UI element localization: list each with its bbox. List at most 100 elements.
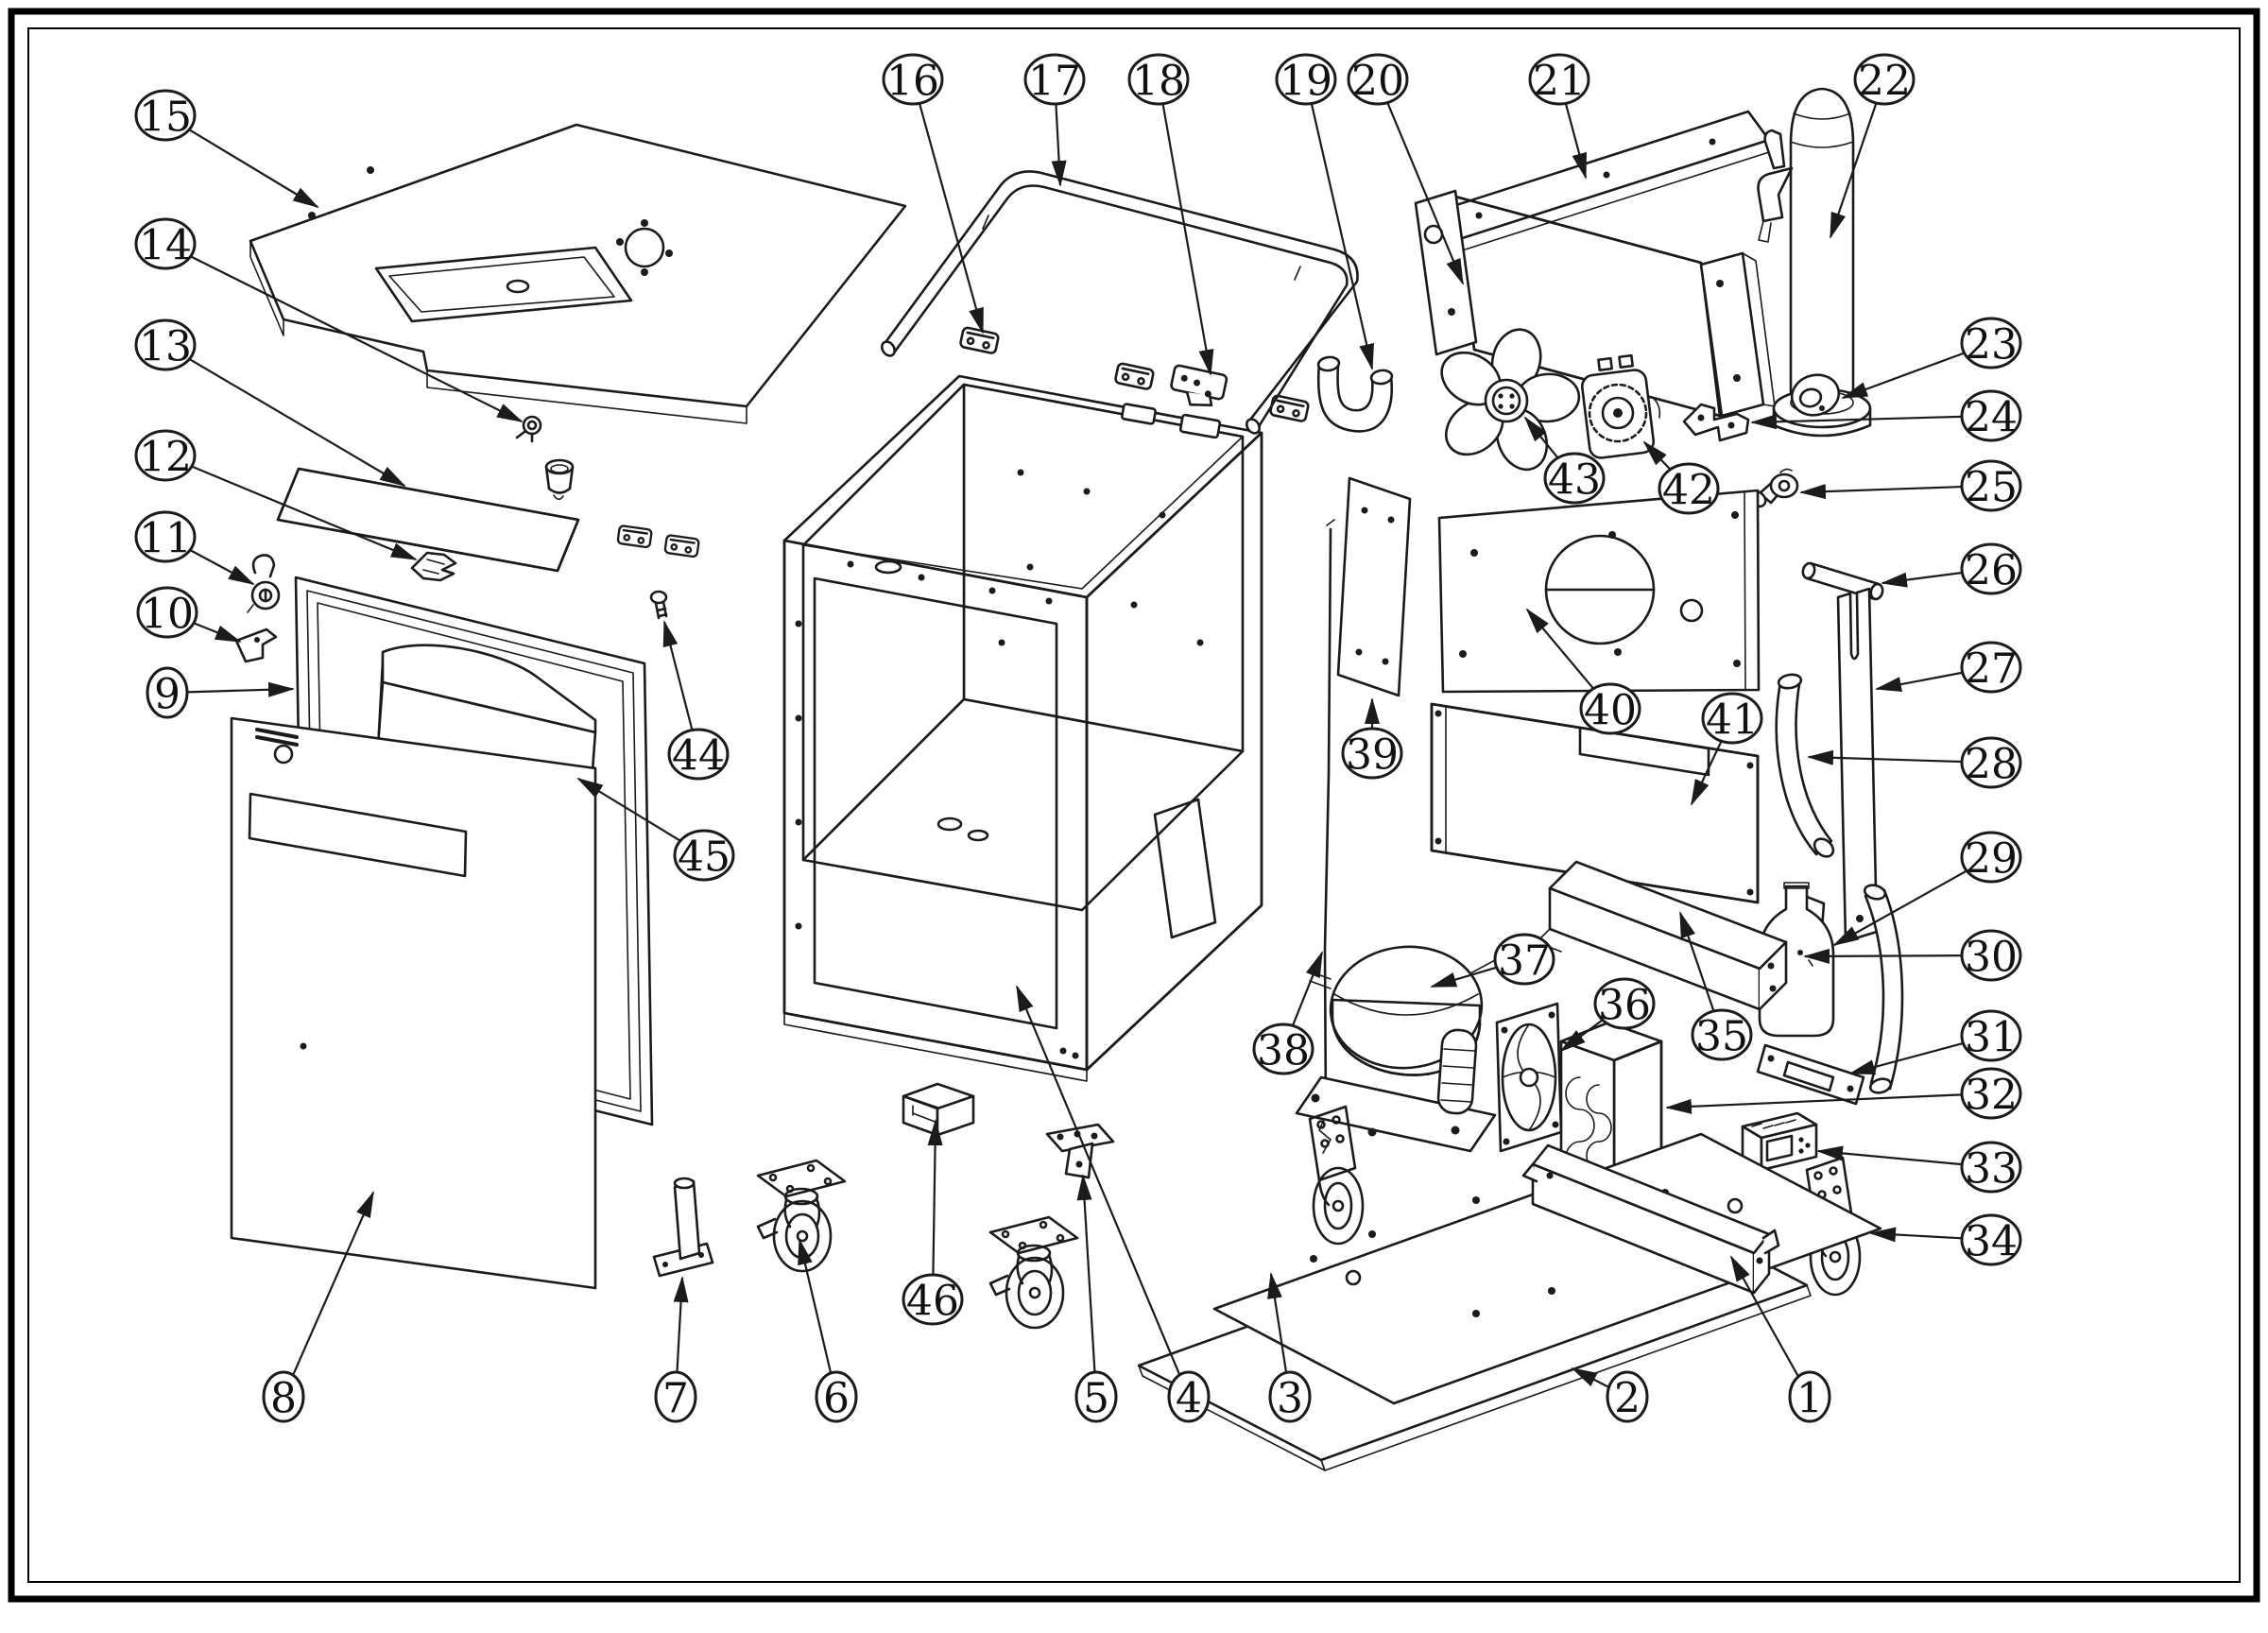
callout-number-13: 13 (139, 323, 192, 371)
callout-badge-26 (1960, 542, 2022, 595)
part-drip-grille (276, 467, 580, 573)
callout-number-46: 46 (906, 1278, 959, 1326)
callout-badge-7 (654, 1370, 697, 1423)
callout-18: 18 (1127, 53, 1214, 376)
callout-badge-20 (1347, 53, 1409, 106)
callout-4: 4 (1015, 985, 1211, 1423)
callout-badge-30 (1960, 929, 2022, 982)
leader-line-29 (1832, 869, 1967, 946)
leader-line-18 (1161, 103, 1214, 376)
callout-number-34: 34 (1965, 1218, 2018, 1266)
callout-9: 9 (146, 666, 295, 719)
callout-41: 41 (1691, 692, 1763, 806)
callout-number-15: 15 (139, 94, 192, 142)
callout-31: 31 (1848, 1009, 2022, 1075)
callout-number-22: 22 (1858, 58, 1911, 106)
callout-7: 7 (654, 1276, 697, 1423)
part-curved-hose (1775, 673, 1835, 858)
part-rail-clip-18 (1170, 364, 1228, 407)
callout-number-40: 40 (1584, 687, 1637, 735)
leader-line-11 (189, 549, 255, 585)
callout-13: 13 (134, 318, 406, 488)
part-thermostat (1741, 1111, 1818, 1172)
callout-number-14: 14 (139, 222, 192, 270)
leader-line-35 (1678, 911, 1715, 1012)
callout-number-42: 42 (1662, 467, 1715, 515)
part-top-panel (249, 123, 907, 424)
callout-badge-22 (1853, 53, 1916, 106)
drawing-border (8, 8, 2260, 1603)
callout-badge-36 (1593, 977, 1656, 1030)
callout-badge-34 (1960, 1213, 2022, 1266)
callout-number-3: 3 (1277, 1375, 1303, 1423)
part-rail-clip-mid (1113, 361, 1156, 391)
part-grommet (1790, 373, 1841, 417)
callout-number-38: 38 (1257, 1027, 1310, 1075)
callout-38: 38 (1252, 951, 1324, 1075)
part-door-hinge (652, 1177, 714, 1278)
callout-number-25: 25 (1965, 464, 2018, 512)
leader-line-22 (1829, 102, 1878, 239)
leader-line-14 (190, 255, 524, 422)
callout-46: 46 (902, 1119, 964, 1326)
callout-badge-37 (1493, 933, 1555, 986)
callout-3: 3 (1267, 1272, 1312, 1423)
callout-33: 33 (1816, 1141, 2022, 1194)
callout-badge-28 (1960, 736, 2022, 789)
part-cabinet-body (782, 374, 1263, 1082)
leader-line-15 (188, 129, 319, 209)
callout-39: 39 (1341, 697, 1403, 780)
callout-badge-21 (1528, 53, 1590, 106)
part-fan-shroud (1437, 489, 1761, 694)
callout-badge-10 (136, 586, 198, 639)
callout-badge-14 (134, 217, 197, 270)
leader-line-3 (1267, 1272, 1288, 1373)
callout-number-39: 39 (1346, 731, 1399, 780)
leader-line-42 (1642, 440, 1672, 471)
callout-badge-5 (1074, 1370, 1118, 1423)
callout-badge-12 (134, 429, 197, 482)
callout-17: 17 (1023, 53, 1086, 187)
part-screw-knob (515, 415, 542, 443)
part-screw-44 (649, 590, 668, 620)
callout-number-37: 37 (1498, 937, 1551, 986)
callout-number-29: 29 (1965, 835, 2018, 884)
leader-line-7 (673, 1276, 689, 1373)
part-caster-front-mid (988, 1215, 1079, 1330)
callout-number-1: 1 (1796, 1375, 1823, 1423)
callout-badge-32 (1960, 1067, 2022, 1120)
callout-5: 5 (1074, 1174, 1118, 1423)
callout-badge-27 (1960, 641, 2022, 694)
callout-badge-43 (1543, 452, 1606, 505)
part-drain-cup (544, 458, 575, 501)
callout-badge-13 (134, 318, 197, 371)
callout-24: 24 (1750, 389, 2022, 442)
callout-number-31: 31 (1965, 1014, 2018, 1062)
part-top-rear-bar (1431, 110, 1771, 254)
part-guard-rail (880, 170, 1359, 435)
leader-line-30 (1803, 948, 1963, 964)
callout-number-4: 4 (1176, 1375, 1202, 1423)
callout-badge-11 (134, 510, 197, 563)
leader-line-32 (1665, 1093, 1963, 1114)
part-side-strip-panel (1336, 476, 1412, 697)
callout-badge-23 (1960, 317, 2022, 370)
callout-2: 2 (1571, 1367, 1649, 1423)
leader-line-24 (1750, 414, 1963, 430)
leader-line-45 (576, 777, 681, 842)
callout-1: 1 (1730, 1255, 1831, 1423)
leader-line-41 (1691, 740, 1723, 806)
leader-line-23 (1841, 352, 1966, 400)
leader-line-6 (798, 1238, 833, 1374)
callout-number-41: 41 (1706, 696, 1759, 745)
leader-line-28 (1807, 749, 1963, 765)
leader-line-9 (186, 681, 295, 697)
callout-number-26: 26 (1965, 547, 2018, 595)
callout-8: 8 (262, 1191, 375, 1423)
callout-number-32: 32 (1965, 1072, 2018, 1120)
callout-22: 22 (1829, 53, 1916, 239)
leader-line-38 (1291, 951, 1324, 1026)
callout-badge-1 (1788, 1370, 1831, 1423)
callout-40: 40 (1525, 608, 1641, 735)
callout-number-36: 36 (1598, 982, 1651, 1030)
